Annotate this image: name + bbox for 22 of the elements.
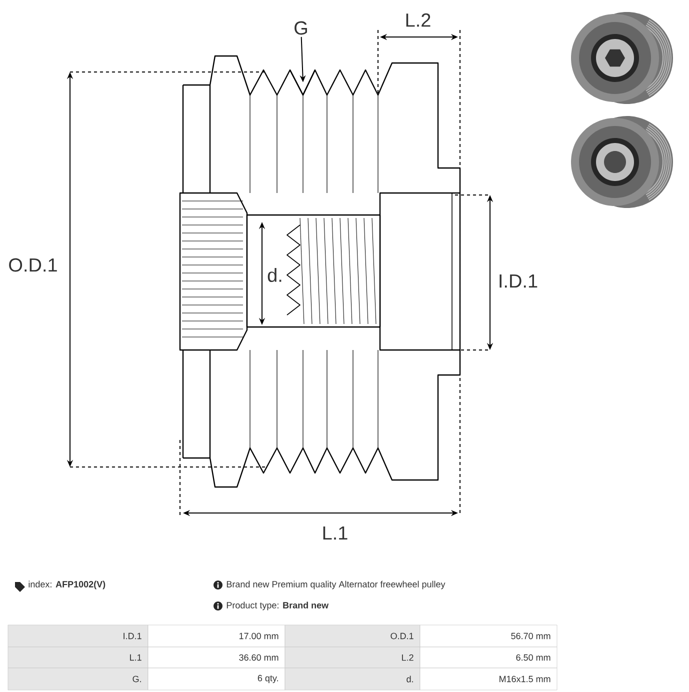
info-text: Product type: Brand new: [226, 602, 329, 610]
info-text: index: AFP1002(V): [28, 580, 106, 590]
table-header-cell: I.D.1: [8, 624, 148, 648]
table-cell: M16x1.5 mm: [420, 668, 558, 690]
table-header-cell: L.1: [8, 646, 148, 668]
table-cell: 17.00 mm: [148, 624, 286, 648]
table-cell: 56.70 mm: [420, 624, 558, 648]
groove-label: G: [294, 21, 307, 35]
dimension-label: d.: [268, 268, 282, 282]
dimension-label: L.2: [406, 13, 430, 27]
groove: [289, 70, 316, 96]
dimension-label: O.D.1: [9, 258, 57, 272]
table-cell: 6 qty.: [148, 668, 286, 690]
info-text: Brand new Premium quality Alternator freewheel pulley: [226, 580, 446, 590]
dimension-label: L.1: [323, 526, 348, 540]
dimension-label: I.D.1: [500, 274, 538, 288]
table-header-cell: O.D.1: [284, 624, 420, 648]
table-cell: 36.60 mm: [148, 646, 286, 668]
table-cell: 6.50 mm: [420, 646, 558, 668]
table-header-cell: d.: [284, 668, 420, 690]
table-header-cell: L.2: [284, 646, 420, 668]
table-header-cell: G.: [8, 668, 148, 690]
